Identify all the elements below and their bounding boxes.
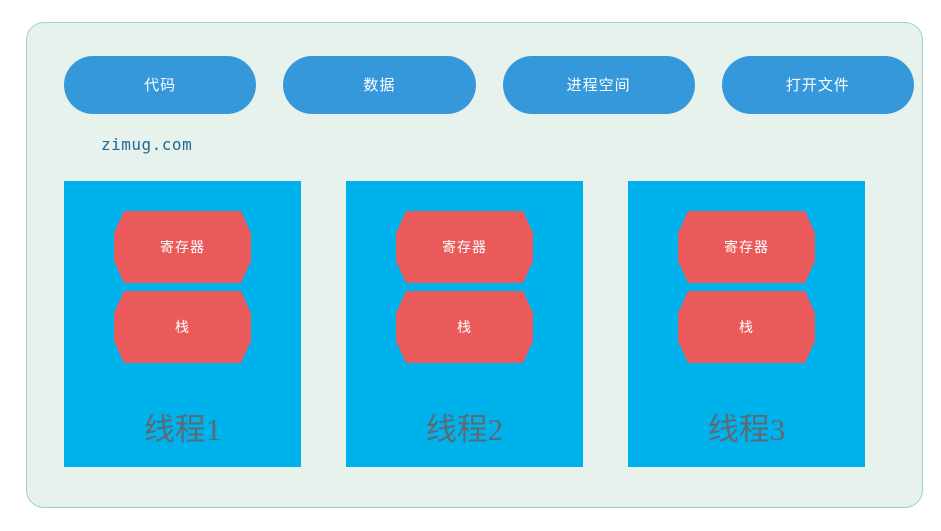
resource-button-open-files-label: 打开文件 (785, 76, 850, 94)
process-panel: 代码 数据 进程空间 打开文件 zimug.com 寄存器 栈 (26, 22, 923, 508)
thread-3-name: 线程3 (707, 412, 786, 447)
resource-button-process-space-label: 进程空间 (566, 76, 631, 94)
thread-3-register-label: 寄存器 (724, 239, 769, 255)
resource-button-process-space[interactable]: 进程空间 (502, 56, 695, 114)
thread-1-stack-label: 栈 (175, 319, 190, 335)
resource-button-data-label: 数据 (363, 76, 396, 94)
process-resource-row: 代码 数据 进程空间 打开文件 (64, 56, 914, 114)
resource-button-open-files[interactable]: 打开文件 (721, 56, 914, 114)
thread-column-2[interactable]: 寄存器 栈 线程2 (346, 181, 583, 467)
thread-1-register-block[interactable]: 寄存器 (114, 211, 251, 283)
resource-button-data[interactable]: 数据 (283, 56, 476, 114)
thread-3-stack-label: 栈 (739, 319, 754, 335)
thread-column-1[interactable]: 寄存器 栈 线程1 (64, 181, 301, 467)
thread-1-register-label: 寄存器 (160, 239, 205, 255)
thread-columns: 寄存器 栈 线程1 寄存器 栈 线程2 寄存器 (64, 181, 889, 467)
thread-1-stack-block[interactable]: 栈 (114, 291, 251, 363)
watermark-text: zimug.com (101, 135, 193, 154)
resource-button-code-label: 代码 (144, 76, 177, 94)
thread-3-stack-block[interactable]: 栈 (678, 291, 815, 363)
thread-2-stack-block[interactable]: 栈 (396, 291, 533, 363)
thread-column-3[interactable]: 寄存器 栈 线程3 (628, 181, 865, 467)
thread-2-register-block[interactable]: 寄存器 (396, 211, 533, 283)
resource-button-code[interactable]: 代码 (64, 56, 257, 114)
thread-2-name: 线程2 (425, 412, 504, 447)
thread-1-name: 线程1 (143, 412, 222, 447)
thread-3-register-block[interactable]: 寄存器 (678, 211, 815, 283)
thread-2-stack-label: 栈 (457, 319, 472, 335)
thread-2-register-label: 寄存器 (442, 239, 487, 255)
